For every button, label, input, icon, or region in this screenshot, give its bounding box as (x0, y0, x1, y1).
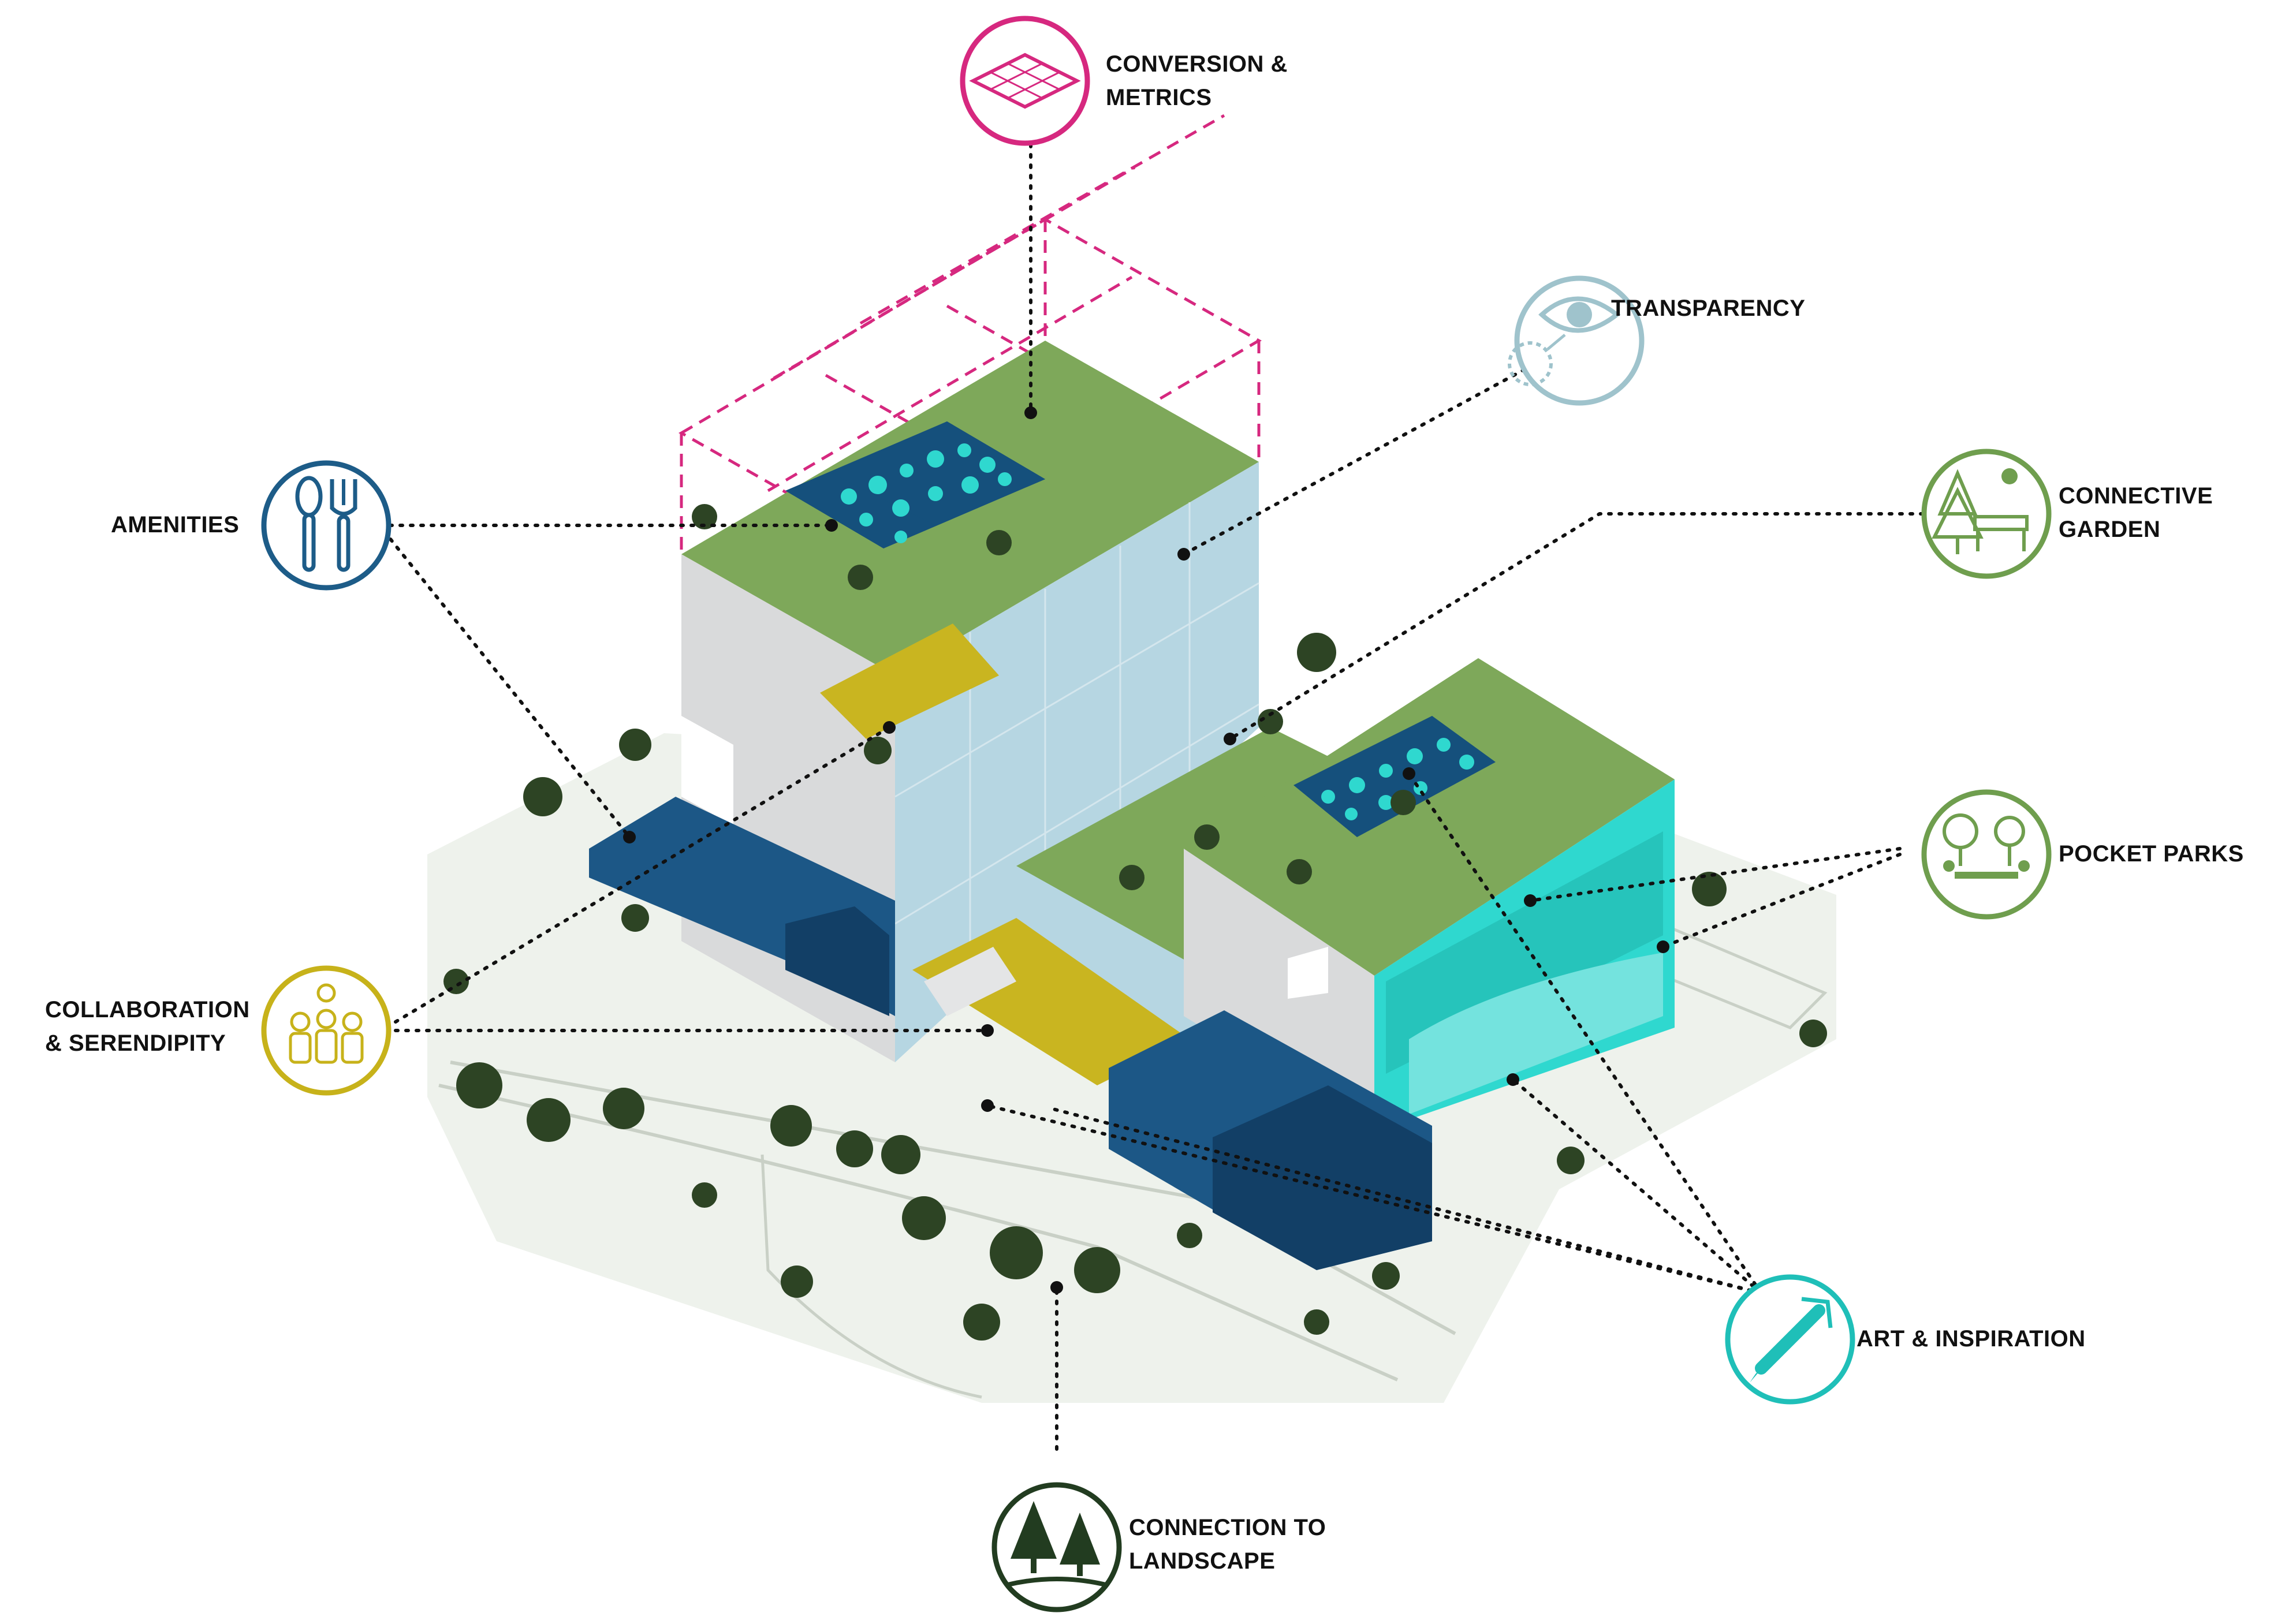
pencil-arrow-icon (1725, 1274, 1855, 1405)
label-connection-landscape: CONNECTION TO LANDSCAPE (1129, 1511, 1326, 1578)
label-line: CONVERSION & (1106, 51, 1288, 77)
park-people-icon (1921, 789, 2052, 920)
label-line: LANDSCAPE (1129, 1548, 1276, 1574)
label-line: POCKET PARKS (2059, 841, 2244, 867)
label-amenities: AMENITIES (111, 508, 239, 542)
label-line: TRANSPARENCY (1611, 296, 1806, 321)
label-line: CONNECTION TO (1129, 1515, 1326, 1540)
label-line: AMENITIES (111, 512, 240, 537)
pine-trees-icon (991, 1482, 1122, 1612)
label-line: GARDEN (2059, 517, 2161, 542)
pavilion-left (589, 797, 895, 1016)
label-art-inspiration: ART & INSPIRATION (1857, 1322, 2086, 1356)
label-pocket-parks: POCKET PARKS (2059, 837, 2244, 871)
leader-endpoints (623, 406, 1669, 1294)
label-connective-garden: CONNECTIVE GARDEN (2059, 479, 2213, 546)
label-line: ART & INSPIRATION (1857, 1326, 2086, 1352)
label-line: METRICS (1106, 85, 1212, 110)
tree-bench-icon (1921, 449, 2052, 579)
label-conversion-metrics: CONVERSION & METRICS (1106, 47, 1288, 114)
label-transparency: TRANSPARENCY (1611, 292, 1805, 325)
pavilion-center (1109, 1010, 1432, 1270)
label-line: & SERENDIPITY (45, 1031, 226, 1056)
leader-lines (382, 143, 1925, 1451)
fork-spoon-icon (261, 460, 392, 591)
eye-icon (1508, 275, 1645, 406)
people-idea-icon (261, 965, 392, 1096)
trees (443, 504, 1827, 1341)
tower-right (1184, 658, 1675, 1132)
grid-plane-icon (960, 16, 1090, 146)
label-line: COLLABORATION (45, 997, 250, 1022)
label-line: CONNECTIVE (2059, 483, 2213, 509)
label-collaboration: COLLABORATION & SERENDIPITY (45, 993, 250, 1060)
